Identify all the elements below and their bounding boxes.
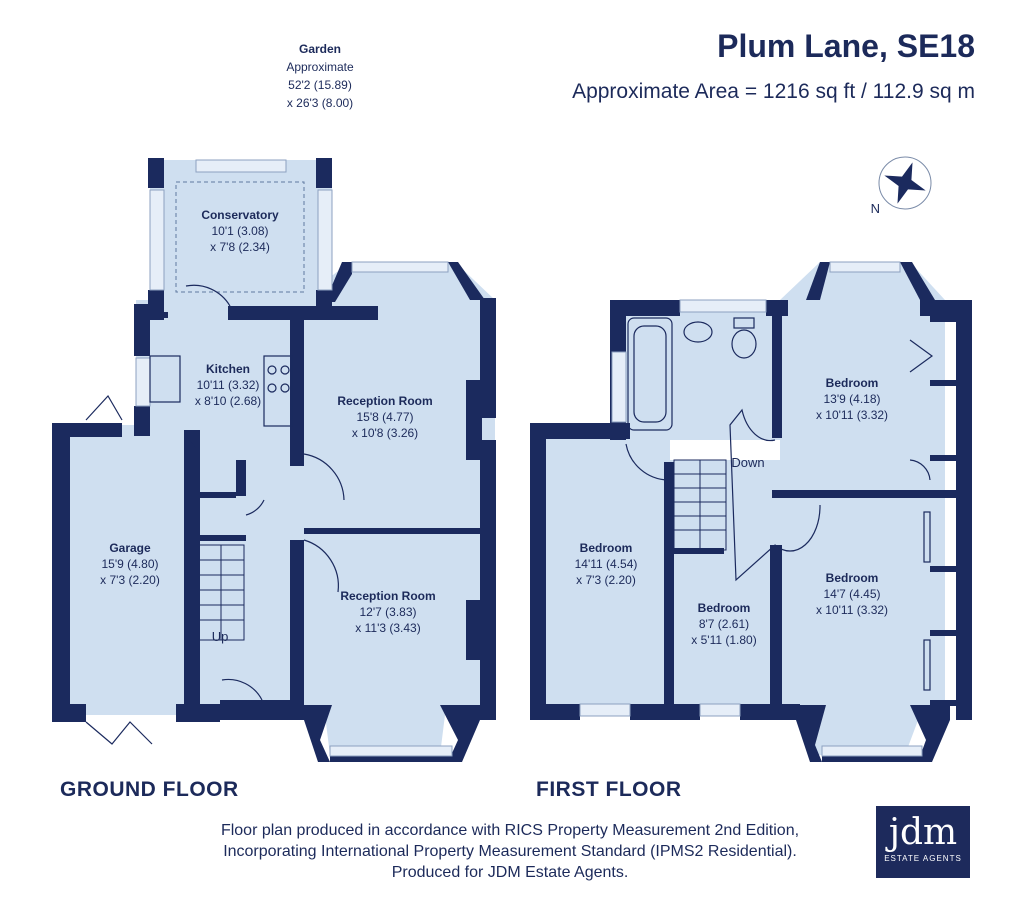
bedroom-rear-d2: x 10'11 (3.32) xyxy=(816,408,888,422)
footer-line-3: Produced for JDM Estate Agents. xyxy=(391,864,629,881)
reception1-d1: 15'8 (4.77) xyxy=(357,410,414,424)
garage-d1: 15'9 (4.80) xyxy=(102,557,159,571)
stairs-down xyxy=(673,459,727,551)
stairs-up-label: Up xyxy=(212,629,229,644)
first-floor-windows xyxy=(579,261,923,757)
bedroom-rear-name: Bedroom xyxy=(826,376,879,390)
reception2-d1: 12'7 (3.83) xyxy=(360,605,417,619)
kitchen-d2: x 8'10 (2.68) xyxy=(195,394,261,408)
conservatory-name: Conservatory xyxy=(201,208,279,222)
garage-d2: x 7'3 (2.20) xyxy=(100,573,160,587)
logo-text: jdm xyxy=(888,812,958,853)
reception1-name: Reception Room xyxy=(337,394,432,408)
bedroom-small-name: Bedroom xyxy=(698,601,751,615)
first-floor-fixtures xyxy=(625,317,934,691)
ground-floor-walls xyxy=(52,158,496,762)
conservatory-d1: 10'1 (3.08) xyxy=(212,224,269,238)
ground-floor-windows xyxy=(135,159,453,757)
bedroom-small-d1: 8'7 (2.61) xyxy=(699,617,749,631)
reception1-d2: x 10'8 (3.26) xyxy=(352,426,418,440)
kitchen-d1: 10'11 (3.32) xyxy=(197,378,260,392)
bedroom-front-d1: 14'7 (4.45) xyxy=(824,587,881,601)
bedroom-front-name: Bedroom xyxy=(826,571,879,585)
conservatory-d2: x 7'8 (2.34) xyxy=(210,240,270,254)
bedroom-left-name: Bedroom xyxy=(580,541,633,555)
reception2-name: Reception Room xyxy=(340,589,435,603)
logo-subtext: ESTATE AGENTS xyxy=(884,854,962,863)
footer-line-2: Incorporating International Property Mea… xyxy=(223,843,797,860)
reception2-d2: x 11'3 (3.43) xyxy=(355,621,420,635)
ground-floor-fill xyxy=(54,160,495,755)
bedroom-left-d2: x 7'3 (2.20) xyxy=(576,573,636,587)
bedroom-rear-d1: 13'9 (4.18) xyxy=(824,392,881,406)
garage-name: Garage xyxy=(109,541,151,555)
footer-notes: Floor plan produced in accordance with R… xyxy=(190,820,830,883)
first-floor-fill xyxy=(536,262,945,755)
garden-line3: x 26'3 (8.00) xyxy=(287,96,353,110)
ground-floor-doors xyxy=(85,284,345,745)
kitchen-name: Kitchen xyxy=(206,362,250,376)
bedroom-front-d2: x 10'11 (3.32) xyxy=(816,603,888,617)
garden-name: Garden xyxy=(299,42,341,56)
bedroom-left-d1: 14'11 (4.54) xyxy=(575,557,638,571)
garden-line2: 52'2 (15.89) xyxy=(288,78,352,92)
ground-floor-label: GROUND FLOOR xyxy=(60,778,239,801)
stairs-up xyxy=(197,544,245,641)
compass-icon xyxy=(878,156,932,210)
jdm-logo: jdm ESTATE AGENTS xyxy=(876,806,970,878)
first-floor-walls xyxy=(530,262,972,762)
property-title: Plum Lane, SE18 xyxy=(717,28,975,64)
first-floor-label: FIRST FLOOR xyxy=(536,778,682,801)
conservatory-roof-outline xyxy=(175,181,305,293)
stairs-down-label: Down xyxy=(731,455,764,470)
garden-line1: Approximate xyxy=(286,60,354,74)
approximate-area: Approximate Area = 1216 sq ft / 112.9 sq… xyxy=(572,80,975,103)
footer-line-1: Floor plan produced in accordance with R… xyxy=(220,822,800,839)
compass-north-label: N xyxy=(871,201,880,216)
bedroom-small-d2: x 5'11 (1.80) xyxy=(691,633,756,647)
